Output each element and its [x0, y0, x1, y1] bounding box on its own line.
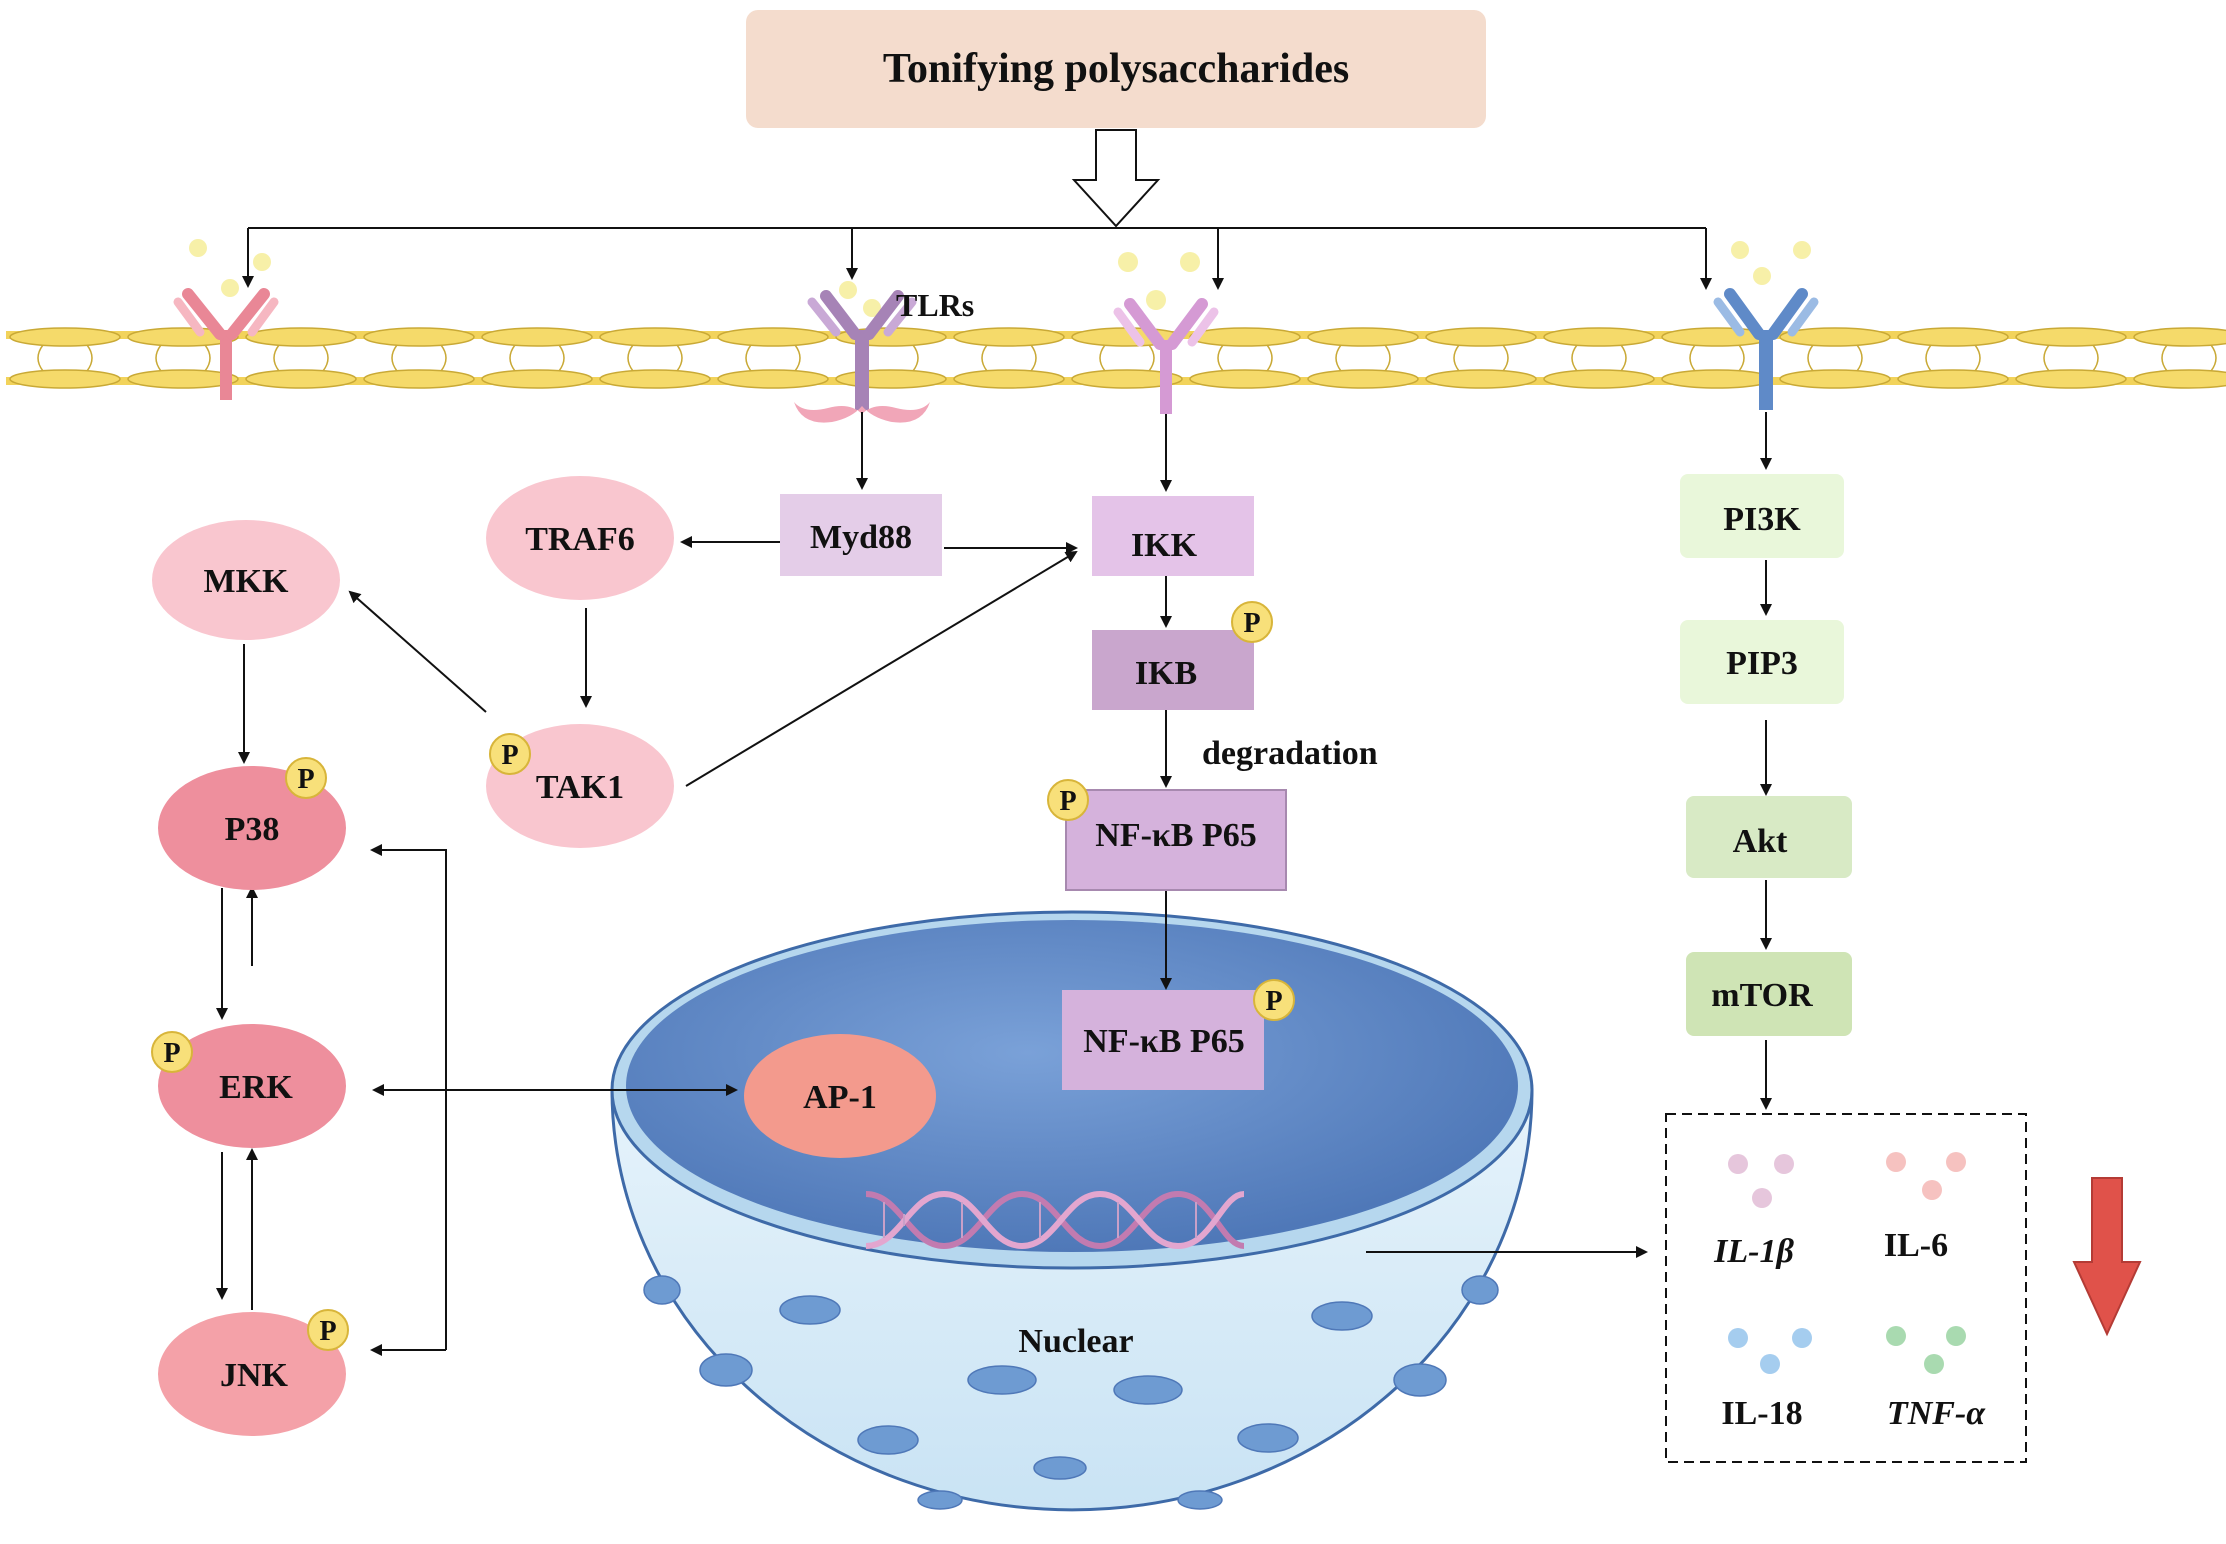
node-pip3: PIP3: [1680, 620, 1844, 704]
il18-dots-icon: [1728, 1328, 1812, 1374]
svg-text:IKB: IKB: [1135, 655, 1197, 692]
il1b-dots-icon: [1728, 1154, 1794, 1208]
receptor-purple: [1113, 298, 1219, 414]
phospho-nfkb-cyto-label: P: [1059, 786, 1076, 817]
phospho-erk-label: P: [163, 1038, 180, 1069]
receptor-blue: [1713, 288, 1819, 410]
cytokine-box: IL-1β IL-6 IL-18 TNF-α: [1665, 1113, 2027, 1463]
phospho-ikb-icon: [1231, 601, 1273, 643]
degradation-label: degradation: [1202, 735, 1378, 772]
phospho-p38-icon: [285, 757, 327, 799]
node-traf6: TRAF6: [486, 476, 674, 600]
node-akt: Akt: [1686, 796, 1852, 878]
tlrs-label: TLRs: [896, 287, 974, 323]
phospho-markers: P P P P P P P: [151, 601, 1295, 1351]
phospho-p38-label: P: [297, 764, 314, 795]
svg-text:ERK: ERK: [219, 1069, 293, 1106]
receptor-red: [173, 288, 279, 400]
svg-text:Myd88: Myd88: [810, 519, 912, 556]
hollow-down-arrow-icon: [1071, 129, 1161, 228]
cytokine-il18: IL-18: [1721, 1395, 1802, 1432]
node-tak1: TAK1: [486, 724, 674, 848]
svg-text:Akt: Akt: [1733, 823, 1788, 860]
svg-text:NF-κB P65: NF-κB P65: [1083, 1023, 1244, 1060]
decrease-arrow-icon: [2072, 1177, 2142, 1337]
node-myd88: Myd88: [780, 494, 942, 576]
svg-text:AP-1: AP-1: [803, 1079, 877, 1116]
cytokine-il1b: IL-1β: [1713, 1233, 1794, 1270]
node-pi3k: PI3K: [1680, 474, 1844, 558]
pathway-arrows: [216, 412, 1772, 1356]
node-nfkb-cytoplasm: NF-κB P65: [1065, 789, 1287, 891]
node-ap1: AP-1: [744, 1034, 936, 1158]
node-nfkb-nucleus: NF-κB P65: [1062, 990, 1264, 1090]
cytokine-tnfa: TNF-α: [1887, 1395, 1986, 1432]
cell-membrane: [6, 327, 2226, 389]
node-mtor: mTOR: [1686, 952, 1852, 1036]
phospho-tak1-icon: [489, 733, 531, 775]
svg-text:PI3K: PI3K: [1723, 501, 1801, 538]
phospho-nfkb-nuc-icon: [1253, 979, 1295, 1021]
node-ikb: IKB: [1092, 630, 1254, 710]
svg-text:IKK: IKK: [1131, 527, 1198, 564]
phospho-nfkb-cyto-icon: [1047, 779, 1089, 821]
tnfa-dots-icon: [1886, 1326, 1966, 1374]
phospho-ikb-label: P: [1243, 608, 1260, 639]
dna-helix-icon: [865, 1190, 1245, 1250]
ligand-dots: [189, 239, 1811, 317]
node-erk: ERK: [158, 1024, 346, 1148]
phospho-erk-icon: [151, 1031, 193, 1073]
cytokine-il6: IL-6: [1884, 1227, 1948, 1264]
svg-text:TAK1: TAK1: [536, 769, 624, 806]
svg-text:JNK: JNK: [220, 1357, 289, 1394]
nucleus-label: Nuclear: [1018, 1323, 1133, 1360]
phospho-nfkb-nuc-label: P: [1265, 986, 1282, 1017]
svg-text:PIP3: PIP3: [1726, 645, 1798, 682]
node-jnk: JNK: [158, 1312, 346, 1436]
node-mkk: MKK: [152, 520, 340, 640]
node-ikk: IKK: [1092, 496, 1254, 576]
title-box: Tonifying polysaccharides: [746, 10, 1486, 128]
phospho-jnk-label: P: [319, 1316, 336, 1347]
svg-text:mTOR: mTOR: [1711, 977, 1813, 1014]
svg-text:P38: P38: [225, 811, 280, 848]
il6-dots-icon: [1886, 1152, 1966, 1200]
phospho-tak1-label: P: [501, 740, 518, 771]
svg-text:NF-κB P65: NF-κB P65: [1095, 817, 1256, 854]
svg-text:TRAF6: TRAF6: [525, 521, 635, 558]
title-text: Tonifying polysaccharides: [883, 46, 1349, 92]
phospho-jnk-icon: [307, 1309, 349, 1351]
distribution-lines: [242, 227, 1712, 290]
svg-text:MKK: MKK: [204, 563, 290, 600]
